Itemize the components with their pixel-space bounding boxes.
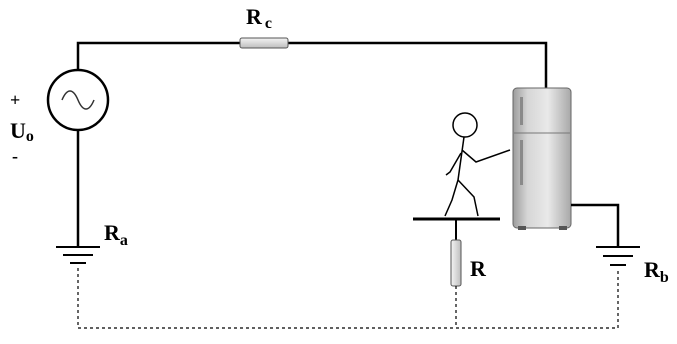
source-plus: + — [10, 90, 20, 110]
resistor-rc — [239, 37, 289, 49]
top-wire — [76, 41, 548, 88]
sine-wave-icon — [61, 90, 95, 110]
source-minus: - — [12, 146, 18, 166]
refrigerator — [512, 87, 572, 230]
earth-path-dashed — [77, 268, 619, 329]
fridge-ground-wire — [571, 203, 620, 247]
person-figure — [444, 112, 511, 217]
resistor-r — [450, 239, 462, 287]
source-subscript: o — [26, 128, 34, 145]
r-label: R — [470, 256, 487, 281]
rc-subscript: c — [265, 15, 272, 32]
ra-subscript: a — [120, 232, 128, 249]
source-label: Uo — [10, 118, 34, 145]
rb-subscript: b — [660, 269, 669, 286]
ground-rb-icon — [596, 246, 640, 266]
ra-label: Ra — [104, 220, 128, 249]
rb-label: Rb — [644, 257, 669, 286]
ground-ra-icon — [56, 246, 100, 264]
